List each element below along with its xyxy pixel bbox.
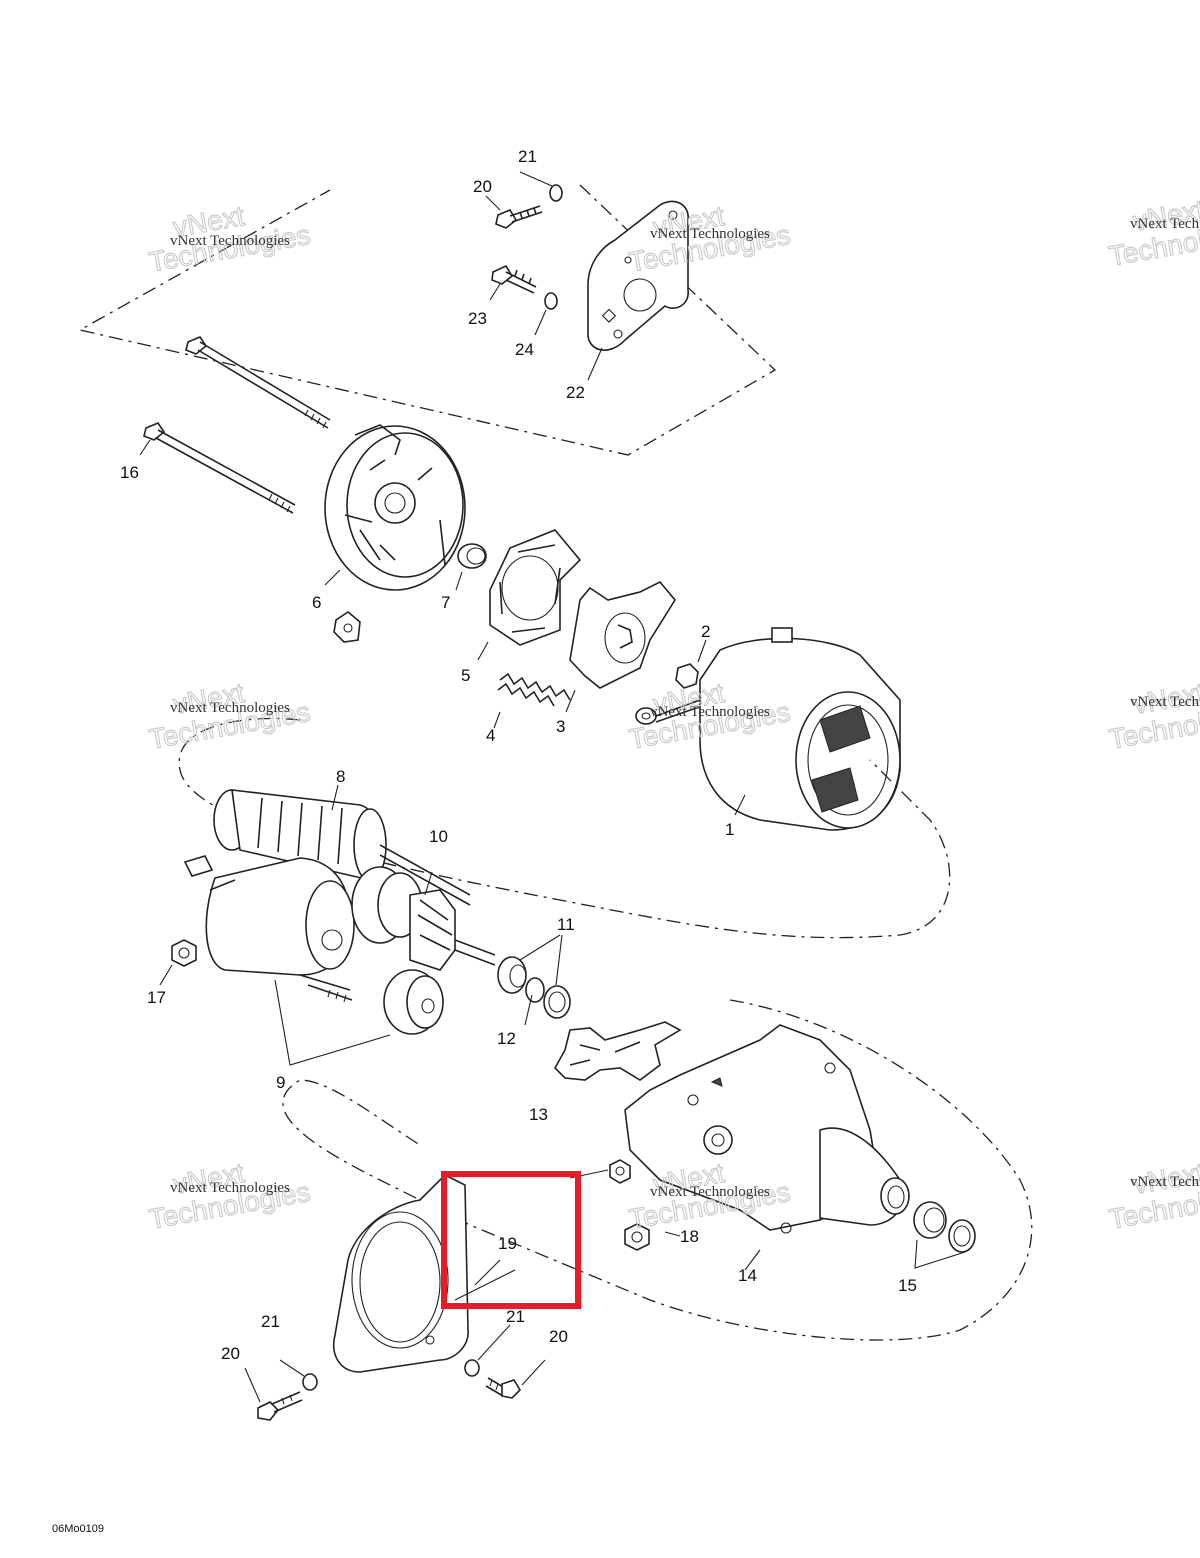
- pinion-drive-10: [351, 866, 496, 971]
- nut-17: [171, 939, 197, 967]
- watermark: vNext Technologies vNext Technologies vN…: [146, 194, 1200, 1236]
- brush-2: [635, 663, 703, 725]
- callout-15: 15: [898, 1276, 917, 1295]
- top-group: [78, 171, 777, 456]
- callout-4: 4: [486, 726, 495, 745]
- callout-18: 18: [680, 1227, 699, 1246]
- ring-12: [525, 977, 545, 1003]
- callout-6: 6: [312, 593, 321, 612]
- bolt-20-bottom-left: [257, 1391, 303, 1421]
- callout-21-top: 21: [518, 147, 537, 166]
- svg-text:vNext Technologies: vNext Technologies: [650, 704, 770, 720]
- svg-text:vNext Technologies: vNext Technologies: [170, 233, 290, 249]
- bolt-20-top: [495, 205, 543, 229]
- solenoid-9: [183, 855, 355, 1003]
- svg-text:vNext Technologies: vNext Technologies: [1130, 1174, 1200, 1190]
- svg-text:vNext Technologies: vNext Technologies: [1130, 694, 1200, 710]
- yoke-1: [699, 627, 901, 831]
- bushing-7: [457, 543, 487, 569]
- callout-11: 11: [557, 915, 575, 934]
- highlight-box: [441, 1171, 581, 1309]
- callout-22: 22: [566, 383, 585, 402]
- spring-4: [497, 672, 571, 707]
- bottom-group: [244, 999, 1033, 1421]
- drive-housing-14: [624, 1024, 910, 1234]
- through-bolt-16: [143, 336, 331, 514]
- callout-17: 17: [147, 988, 166, 1007]
- bolt-20-bottom-right: [485, 1377, 522, 1399]
- reference-code: 06Mo0109: [52, 1523, 104, 1535]
- armature-8: [213, 789, 471, 906]
- brush-plate-5: [489, 529, 582, 646]
- svg-text:vNext Technologies: vNext Technologies: [1130, 216, 1200, 232]
- shift-lever-13: [554, 1021, 682, 1081]
- end-frame-6: [324, 424, 466, 591]
- callout-20-top: 20: [473, 177, 492, 196]
- callout-20-bottom-left: 20: [221, 1344, 240, 1363]
- callout-20-bottom-right: 20: [549, 1327, 568, 1346]
- callout-16: 16: [120, 463, 139, 482]
- callouts: 21 20 23 24 22 16 6 7 5 4 3 2 1 8 10 11 …: [120, 147, 917, 1363]
- callout-9: 9: [276, 1073, 285, 1092]
- washer-21-top: [549, 184, 563, 202]
- callout-5: 5: [461, 666, 470, 685]
- bolt-23: [491, 264, 537, 294]
- callout-19: 19: [498, 1234, 517, 1253]
- callout-24: 24: [515, 340, 534, 359]
- bushing-15: [913, 1201, 976, 1253]
- clip-small: [333, 611, 361, 643]
- callout-13: 13: [529, 1105, 548, 1124]
- svg-text:vNext Technologies: vNext Technologies: [170, 1180, 290, 1196]
- callout-1: 1: [725, 820, 734, 839]
- washer-21-bottom-left: [302, 1373, 318, 1391]
- callout-2: 2: [701, 622, 710, 641]
- plate-19: [333, 1174, 469, 1373]
- callout-21-bottom-left: 21: [261, 1312, 280, 1331]
- middle-group: [159, 717, 951, 1066]
- svg-text:vNext Technologies: vNext Technologies: [170, 700, 290, 716]
- callout-3: 3: [556, 717, 565, 736]
- pulley: [383, 969, 444, 1035]
- upper-parts: [139, 336, 901, 831]
- callout-12: 12: [497, 1029, 516, 1048]
- washer-24: [544, 292, 558, 310]
- washer-21-bottom-right: [464, 1359, 480, 1377]
- svg-text:vNext Technologies: vNext Technologies: [650, 226, 770, 242]
- callout-10: 10: [429, 827, 448, 846]
- stop-collar-11: [497, 956, 571, 1019]
- svg-text:vNext Technologies: vNext Technologies: [650, 1184, 770, 1200]
- callout-8: 8: [336, 767, 345, 786]
- plate-22: [587, 200, 689, 351]
- nut-18-upper: [609, 1159, 631, 1184]
- brush-holder-3: [569, 581, 676, 689]
- callout-7: 7: [441, 593, 450, 612]
- callout-21-bottom-right: 21: [506, 1307, 525, 1326]
- callout-14: 14: [738, 1266, 757, 1285]
- callout-23: 23: [468, 309, 487, 328]
- nut-18: [624, 1223, 650, 1251]
